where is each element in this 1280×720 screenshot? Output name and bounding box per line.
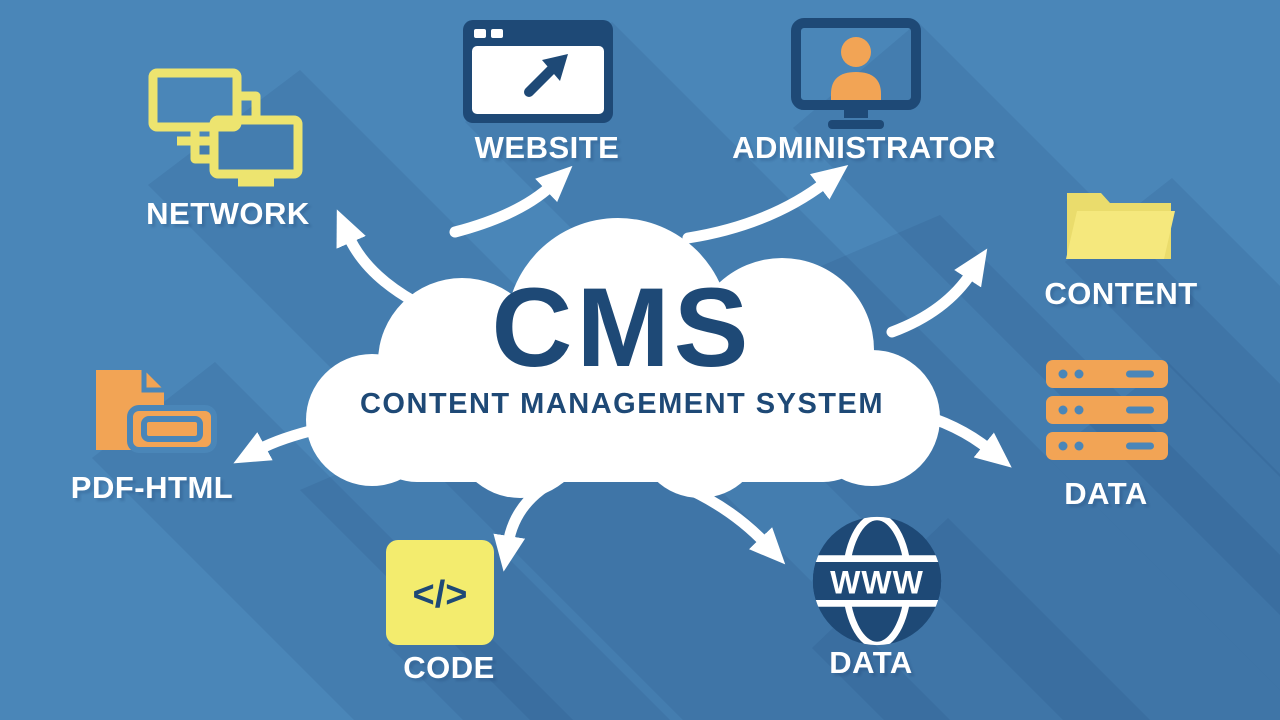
connector-arrows	[233, 164, 1012, 572]
arrow-to-data-servers	[906, 406, 1012, 468]
browser-window-icon	[463, 20, 613, 123]
globe-www-text: WWW	[830, 565, 924, 601]
admin-monitor-icon	[791, 18, 921, 129]
code-label: CODE	[403, 650, 495, 685]
arrow-to-content	[886, 248, 988, 338]
server-stack-icon	[1046, 360, 1168, 460]
arrow-to-network	[336, 209, 421, 308]
arrow-to-administrator	[682, 164, 849, 244]
code-brackets-text: </>	[413, 574, 468, 616]
cms-subtitle: CONTENT MANAGEMENT SYSTEM	[359, 388, 885, 420]
content-label: CONTENT	[1044, 276, 1198, 311]
pdf-document-icon	[96, 370, 217, 453]
data-servers-label: DATA	[1064, 476, 1148, 511]
node-pdf-html	[88, 358, 218, 460]
node-data-servers	[1046, 360, 1168, 460]
administrator-label: ADMINISTRATOR	[732, 130, 996, 165]
globe-www-icon: WWW	[812, 516, 942, 646]
network-label: NETWORK	[146, 196, 310, 231]
node-data-globe: WWW	[808, 513, 946, 649]
code-brackets-icon: </>	[386, 540, 494, 645]
node-website	[463, 20, 613, 123]
node-content	[1063, 175, 1175, 265]
network-monitors-icon	[148, 68, 303, 187]
arrow-to-website	[449, 165, 573, 238]
node-network	[146, 66, 304, 188]
folder-icon	[1066, 193, 1175, 259]
arrow-to-code	[493, 472, 566, 572]
pdf-html-label: PDF-HTML	[70, 470, 234, 505]
cloud-shape	[306, 218, 940, 498]
arrow-to-data-globe	[676, 480, 786, 565]
cms-title: CMS	[491, 265, 753, 390]
data-globe-label: DATA	[829, 645, 913, 680]
arrow-to-pdf-html	[233, 422, 328, 464]
website-label: WEBSITE	[474, 130, 620, 165]
node-administrator	[791, 18, 921, 130]
node-code: </>	[386, 540, 494, 645]
